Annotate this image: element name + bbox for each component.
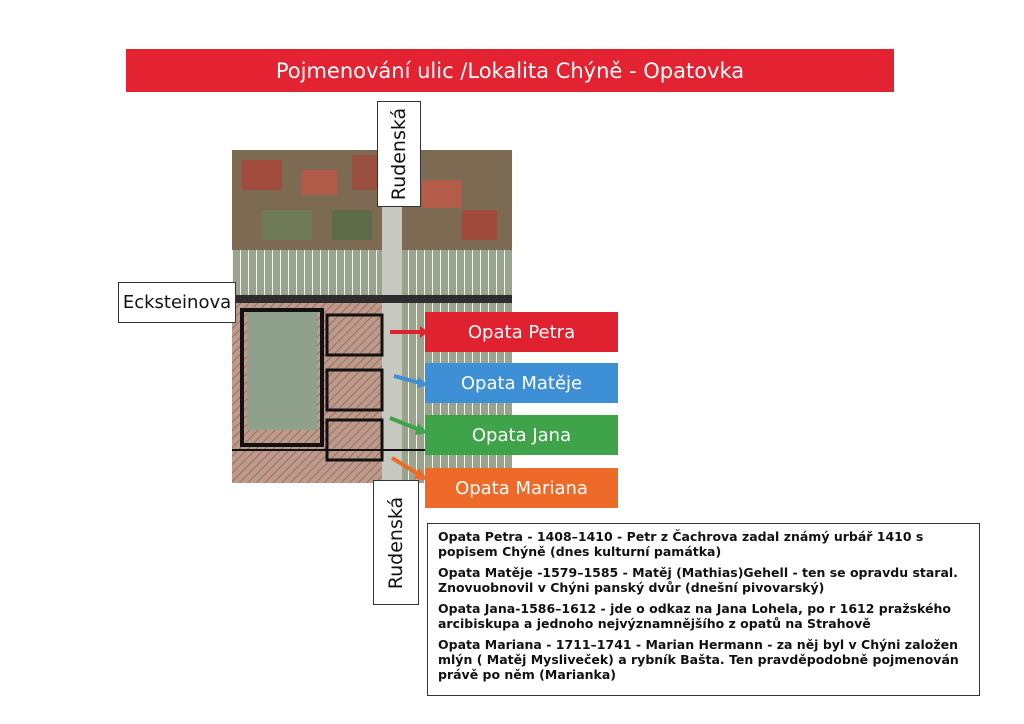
street-opata-mateje: Opata Matěje <box>425 363 618 403</box>
description-mariana: Opata Mariana - 1711–1741 - Marian Herma… <box>438 637 959 682</box>
page-title: Pojmenování ulic /Lokalita Chýně - Opato… <box>126 49 894 92</box>
arrow-mariana <box>390 456 422 477</box>
street-opata-petra: Opata Petra <box>425 312 618 352</box>
description-box: Opata Petra - 1408–1410 - Petr z Čachrov… <box>427 523 980 696</box>
description-petra: Opata Petra - 1408–1410 - Petr z Čachrov… <box>438 529 924 559</box>
description-mateje: Opata Matěje -1579–1585 - Matěj (Mathias… <box>438 565 958 595</box>
ecksteinova-label: Eckstei­nova <box>118 282 236 323</box>
street-opata-mariana: Opata Mariana <box>425 468 618 508</box>
street-opata-jana: Opata Jana <box>425 415 618 455</box>
rudenska-top-label: Rudenská <box>377 101 421 207</box>
arrow-mateje <box>393 374 421 385</box>
description-jana: Opata Jana-1586–1612 - jde o odkaz na Ja… <box>438 601 951 631</box>
pointer-arrows <box>389 326 428 480</box>
arrow-jana <box>389 416 421 432</box>
rudenska-bottom-label: Rudenská <box>373 480 419 605</box>
